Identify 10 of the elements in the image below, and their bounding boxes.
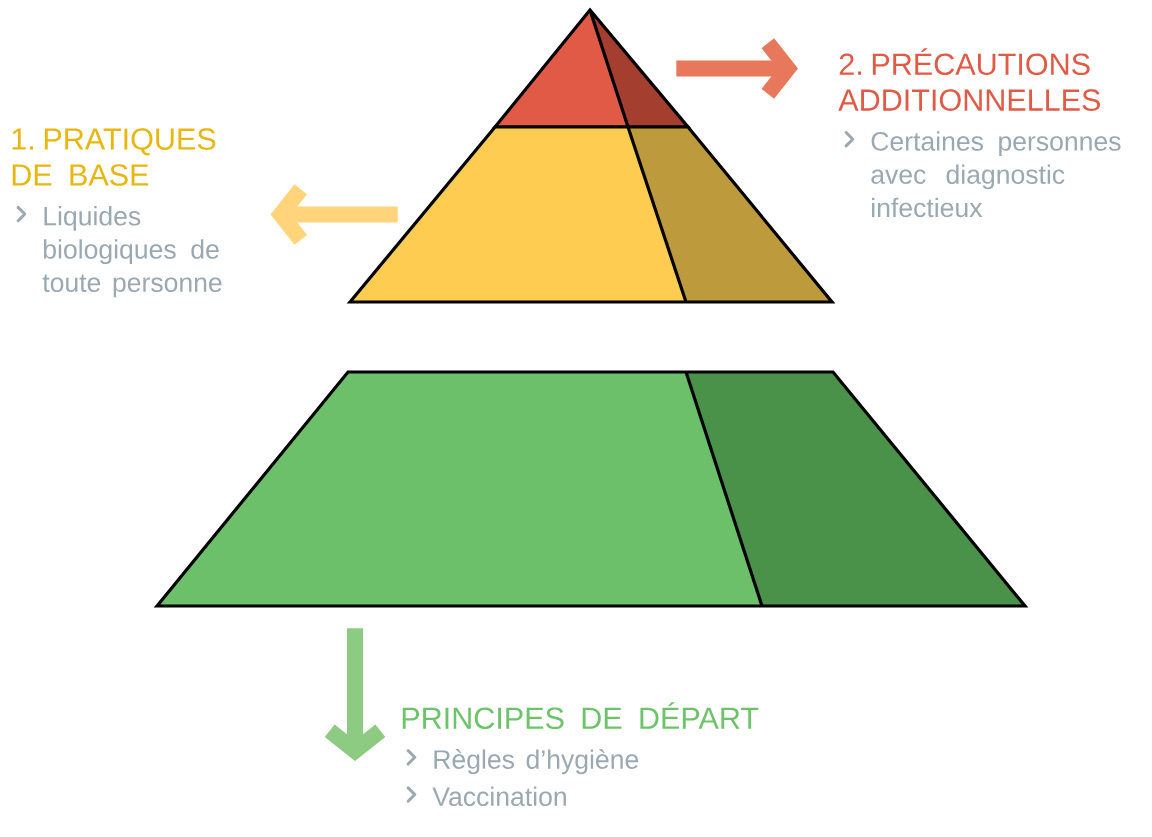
bullet-text: Liquides biologiques de toute personne [42,206,222,298]
heading: 1. PRATIQUES DE BASE [12,128,216,186]
bullet-text: Vaccination [432,786,566,807]
arrow [324,628,386,761]
heading: PRINCIPES DE DÉPART [402,702,759,730]
heading: 2. PRÉCAUTIONS ADDITIONNELLES [838,48,1100,111]
arrow [270,184,398,245]
arrow [676,38,798,99]
bullet-text: Certaines personnes avec diagnostic infectieux [871,131,1121,218]
bullet-text: Règles d’hygiène [434,749,639,775]
